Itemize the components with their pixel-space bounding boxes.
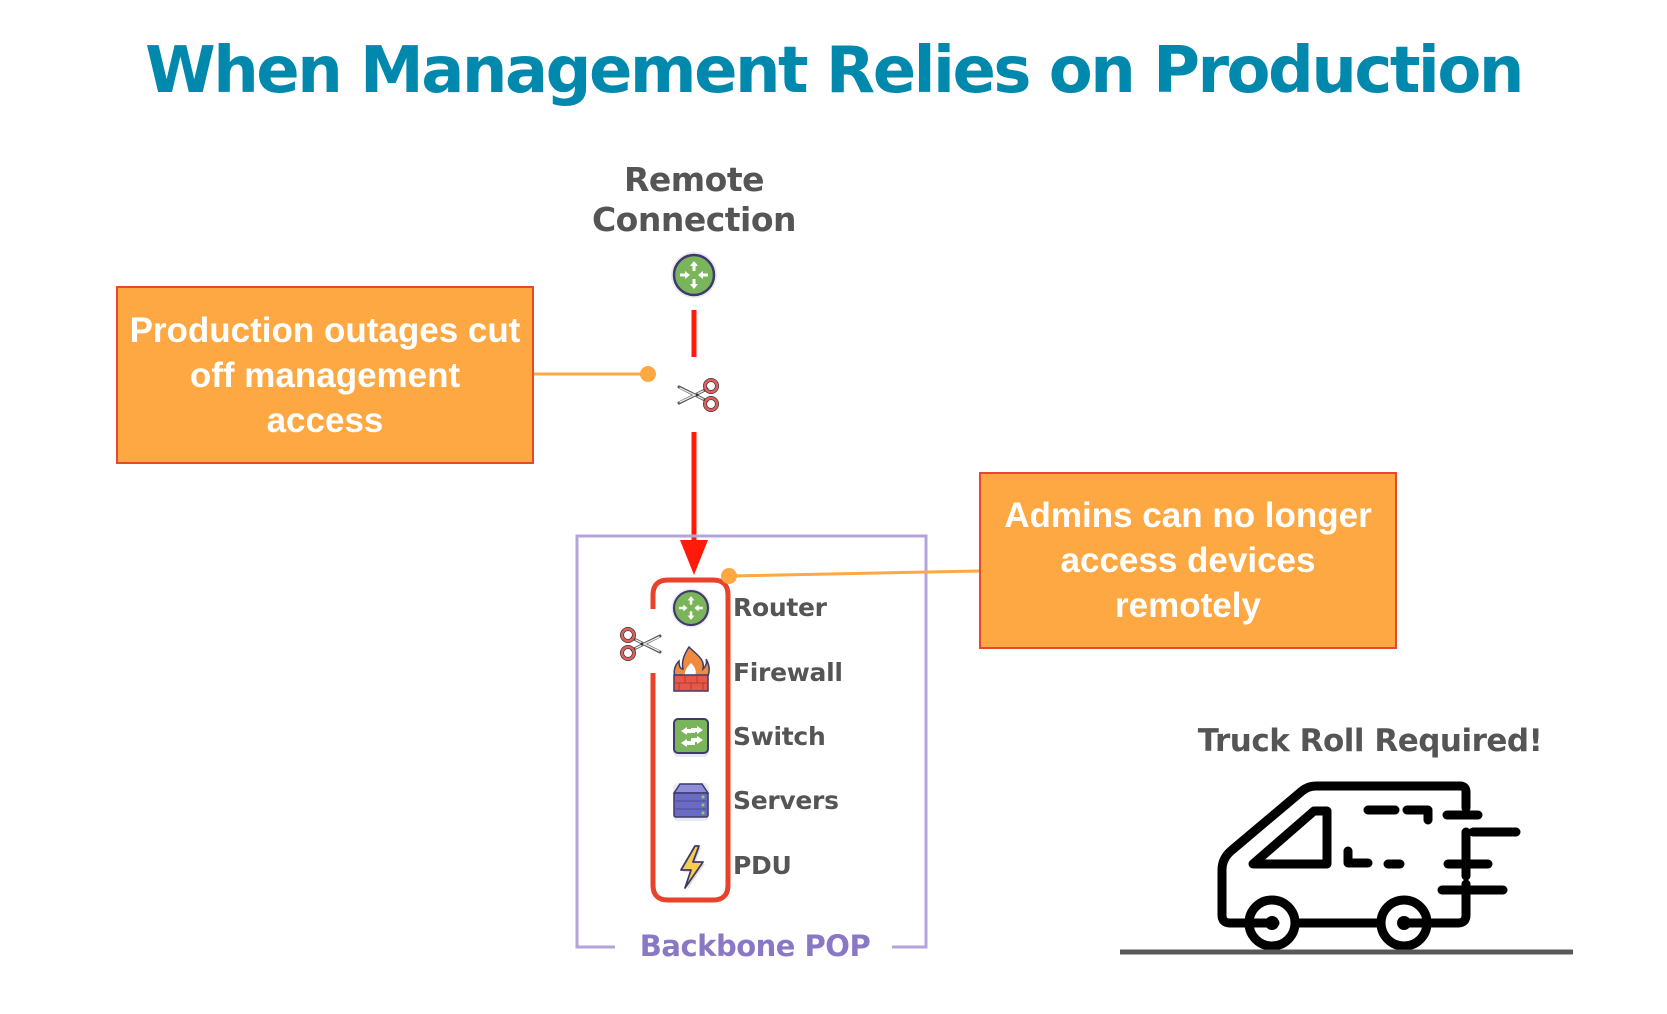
van-wheel-hub	[1397, 916, 1411, 930]
leader-dot-right	[721, 568, 737, 584]
device-label-pdu: PDU	[733, 851, 792, 880]
remote-connection-label: Remote Connection	[591, 160, 797, 239]
device-group-frame	[650, 577, 731, 903]
device-label-router: Router	[733, 593, 827, 622]
firewall-icon	[673, 645, 710, 692]
switch-icon	[673, 718, 709, 757]
scissors-icon	[677, 378, 719, 412]
device-label-firewall: Firewall	[733, 658, 843, 687]
van-wheel-hub	[1265, 916, 1279, 930]
callout-admins-no-access: Admins can no longer access devices remo…	[979, 472, 1397, 649]
leader-line-right	[728, 569, 980, 578]
remote-router-icon	[669, 250, 719, 300]
delivery-van-icon	[1217, 781, 1521, 951]
leader-dot-left	[640, 366, 656, 382]
device-label-servers: Servers	[733, 786, 839, 815]
scissors-icon	[620, 627, 662, 661]
device-label-switch: Switch	[733, 722, 826, 751]
backbone-pop-frame	[575, 534, 928, 949]
lightning-icon	[680, 845, 705, 890]
connection-arrowhead	[680, 540, 708, 575]
router-icon	[670, 587, 712, 629]
server-icon	[672, 783, 710, 821]
page-title: When Management Relies on Production	[145, 34, 1524, 108]
truck-roll-label: Truck Roll Required!	[1197, 723, 1543, 759]
backbone-pop-label: Backbone POP	[620, 928, 890, 964]
callout-production-outages: Production outages cut off management ac…	[116, 286, 534, 464]
